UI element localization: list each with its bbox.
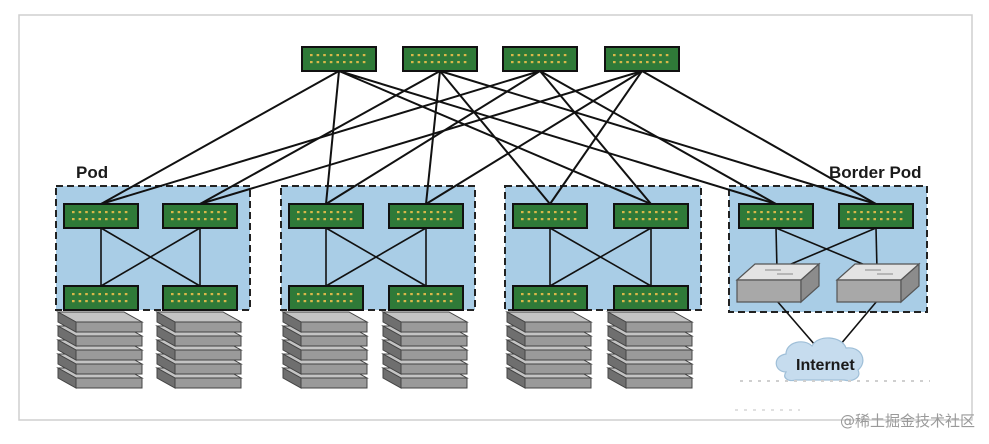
server-stack-icon	[381, 311, 469, 389]
border-pod-label: Border Pod	[829, 163, 922, 182]
leaf-switch-icon	[613, 203, 689, 229]
spine-leaf-link	[641, 70, 877, 205]
leaf-switch-icon	[838, 203, 914, 229]
leaf-switch-icon	[512, 203, 588, 229]
spine-leaf-link	[325, 70, 340, 205]
server-stack-icon	[505, 311, 593, 389]
gray-switch-icon	[735, 262, 821, 304]
server-stack-icon	[606, 311, 694, 389]
spine-leaf-link	[539, 70, 777, 205]
border-mesh-link	[775, 227, 778, 271]
spine-leaf-link	[325, 70, 541, 205]
spine-leaf-link	[439, 70, 551, 205]
border-routers	[735, 262, 921, 304]
switches	[63, 46, 914, 311]
pod-mesh-link	[325, 227, 427, 287]
gray-switch-icon	[835, 262, 921, 304]
pod-links	[100, 227, 878, 287]
spine-leaf-link	[549, 70, 643, 205]
spine-switch-icon	[502, 46, 578, 72]
spine-leaf-link	[338, 70, 777, 205]
server-stack-icon	[56, 311, 144, 389]
leaf-switch-icon	[288, 203, 364, 229]
pod-label: Pod	[76, 163, 108, 182]
leaf-switch-icon	[63, 285, 139, 311]
leaf-switch-icon	[388, 203, 464, 229]
leaf-switch-icon	[162, 285, 238, 311]
spine-leaf-link	[425, 70, 643, 205]
leaf-switch-icon	[613, 285, 689, 311]
watermark: @稀土掘金技术社区	[839, 412, 975, 430]
leaf-switch-icon	[288, 285, 364, 311]
pod-mesh-link	[549, 227, 652, 287]
leaf-switch-icon	[738, 203, 814, 229]
spine-switch-icon	[604, 46, 680, 72]
internet-links	[776, 300, 878, 346]
border-mesh-link	[875, 227, 878, 271]
spine-switch-icon	[402, 46, 478, 72]
leaf-switch-icon	[388, 285, 464, 311]
internet-label: Internet	[796, 357, 855, 374]
server-racks	[56, 311, 694, 389]
spine-leaf-link	[199, 70, 643, 205]
leaf-switch-icon	[63, 203, 139, 229]
leaf-switch-icon	[162, 203, 238, 229]
spine-switch-icon	[301, 46, 377, 72]
spine-leaf-link	[100, 70, 340, 205]
leaf-switch-icon	[512, 285, 588, 311]
spine-leaf-link	[100, 70, 541, 205]
server-stack-icon	[281, 311, 369, 389]
border-mesh-link	[776, 227, 877, 271]
pod-mesh-link	[100, 227, 201, 287]
server-stack-icon	[155, 311, 243, 389]
spine-links	[100, 70, 877, 205]
